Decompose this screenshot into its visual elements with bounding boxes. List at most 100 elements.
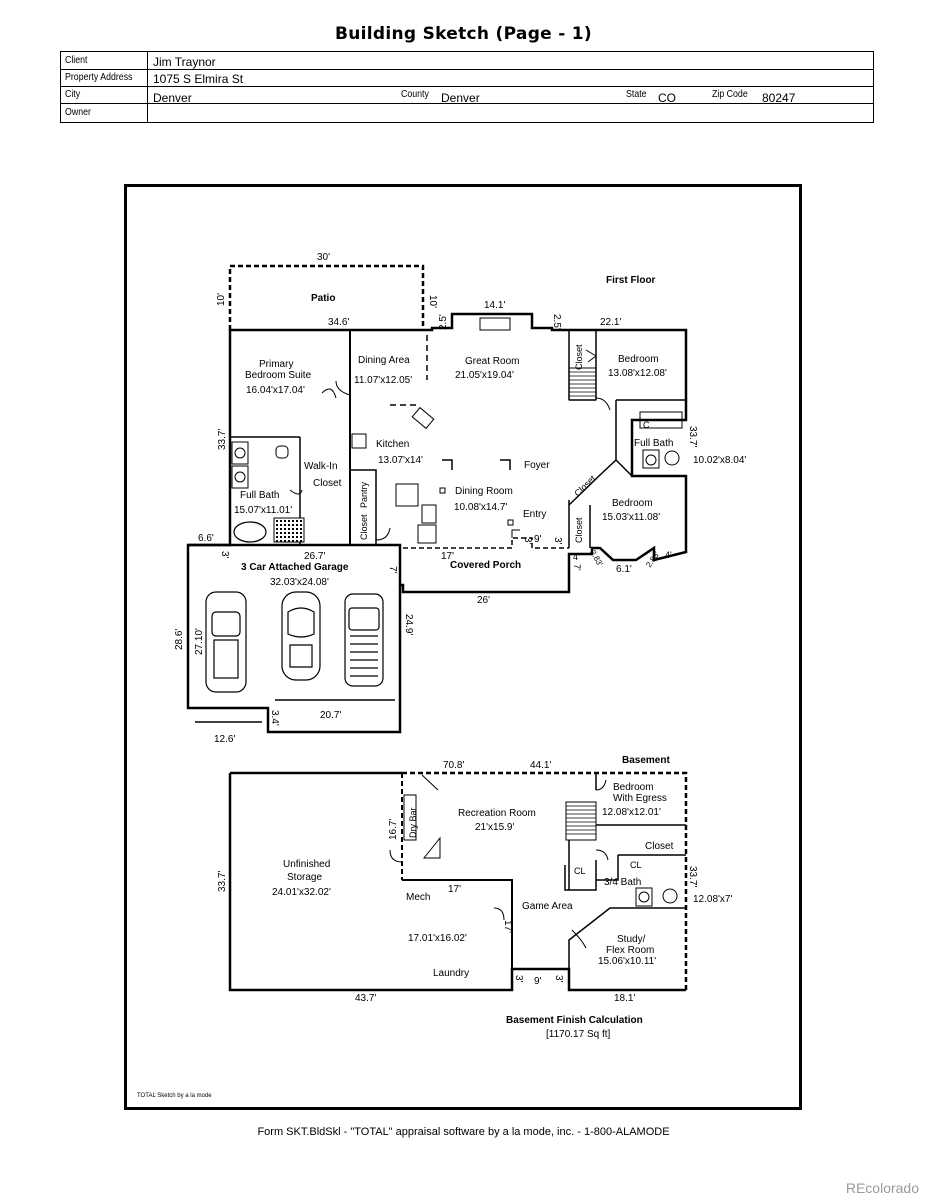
dim-b-mid: 17' — [448, 884, 461, 895]
covered-porch-label: Covered Porch — [450, 560, 521, 571]
study-line2: Flex Room — [606, 945, 654, 956]
rec-dims: 21'x15.9' — [475, 822, 514, 833]
full-bath1-dims: 15.07'x11.01' — [234, 505, 292, 516]
dim-porch-left: 7' — [387, 566, 398, 574]
closet-label-angled: Closet — [572, 473, 597, 498]
dim-b-step-3a: 3' — [513, 975, 524, 983]
dim-bed-top: 22.1' — [600, 317, 621, 328]
dim-garage-3-4: 3.4' — [269, 710, 280, 726]
walk-in-closet-label: Closet — [313, 478, 342, 489]
dim-left-wall: 33.7' — [217, 429, 228, 450]
foyer-label: Foyer — [524, 460, 550, 471]
form-footer: Form SKT.BldSkl - "TOTAL" appraisal soft… — [257, 1126, 670, 1138]
storage-dims: 24.01'x32.02' — [272, 887, 331, 898]
city-row: City Denver County Denver State CO Zip C… — [61, 86, 873, 105]
b-bath-label: 3/4 Bath — [604, 877, 641, 888]
dim-b-bottom: 43.7' — [355, 993, 376, 1004]
dim-b-step-9: 9' — [534, 976, 542, 987]
full-bath1-label: Full Bath — [240, 490, 279, 501]
dim-entry-3: 3' — [522, 537, 533, 545]
primary-suite-line2: Bedroom Suite — [245, 370, 312, 381]
dim-wall-6-6: 6.6' — [198, 533, 214, 544]
dim-bay-4a: 4' — [573, 552, 580, 562]
dim-b-right: 33.7' — [687, 866, 698, 887]
dim-patio-right: 10' — [427, 295, 438, 308]
dining-area-label: Dining Area — [358, 355, 410, 366]
state-label: State — [626, 89, 647, 100]
dim-porch-top: 17' — [441, 551, 454, 562]
calc-value: [1170.17 Sq ft] — [546, 1029, 611, 1040]
zip-value: 80247 — [762, 91, 796, 105]
b-cl-label2: CL — [574, 866, 586, 876]
dim-b-step-3b: 3' — [553, 975, 564, 983]
bedroom1-label: Bedroom — [618, 354, 659, 365]
kitchen-dims: 13.07'x14' — [378, 455, 423, 466]
storage-line1: Unfinished — [283, 859, 330, 870]
dim-entry-3b: 3' — [552, 537, 563, 545]
dim-garage-right: 24.9' — [403, 614, 414, 635]
sketch-frame — [124, 184, 802, 1110]
great-room-dims: 21.05'x19.04' — [455, 370, 514, 381]
dim-garage-left: 28.6' — [174, 629, 185, 650]
dim-bay-6-1: 6.1' — [616, 564, 632, 575]
bedroom1-dims: 13.08'x12.08' — [608, 368, 667, 379]
dim-porch-bottom: 26' — [477, 595, 490, 606]
client-label: Client — [65, 55, 88, 66]
dim-garage-bottom-left: 12.6' — [214, 734, 235, 745]
client-value: Jim Traynor — [153, 55, 216, 69]
dim-right-jog: 2.5' — [551, 314, 562, 330]
county-value: Denver — [441, 91, 480, 105]
dim-bay-4b: 4' — [665, 550, 672, 560]
study-dims: 15.06'x10.11' — [598, 956, 656, 967]
great-room-label: Great Room — [465, 356, 519, 367]
dim-patio-top: 30' — [317, 252, 330, 263]
bedroom2-label: Bedroom — [612, 498, 653, 509]
dim-b-ga-17: 17' — [502, 920, 513, 933]
dim-great-top: 14.1' — [484, 300, 505, 311]
full-bath2-dims: 10.02'x8.04' — [693, 455, 746, 466]
pantry-label: Pantry — [359, 481, 369, 508]
b-bedroom-line2: With Egress — [613, 793, 667, 804]
garage-label: 3 Car Attached Garage — [241, 562, 349, 573]
address-label: Property Address — [65, 72, 133, 83]
address-row: Property Address 1075 S Elmira St — [61, 69, 873, 87]
b-closet-label: Closet — [645, 841, 674, 852]
city-value: Denver — [153, 91, 192, 105]
b-cl-label1: CL — [630, 860, 642, 870]
state-value: CO — [658, 91, 676, 105]
zip-label: Zip Code — [712, 89, 748, 100]
study-line1: Study/ — [617, 934, 646, 945]
walk-in-label: Walk-In — [304, 461, 338, 472]
mech-label: Mech — [406, 892, 430, 903]
closet-label-kitchen: Closet — [359, 514, 369, 540]
dim-bay-7: 7' — [572, 564, 582, 571]
primary-suite-line1: Primary — [259, 359, 293, 370]
dim-b-left: 33.7' — [217, 871, 228, 892]
bedroom2-dims: 15.03'x11.08' — [602, 512, 660, 523]
dim-garage-left-inner: 27.10' — [194, 628, 205, 655]
laundry-label: Laundry — [433, 968, 469, 979]
first-floor-title: First Floor — [606, 275, 656, 286]
county-label: County — [401, 89, 429, 100]
dining-room-label: Dining Room — [455, 486, 513, 497]
full-bath2-label: Full Bath — [634, 438, 673, 449]
cl-label-first: C — [643, 420, 650, 430]
owner-row: Owner — [61, 104, 873, 121]
car-icons — [205, 591, 384, 693]
entry-label: Entry — [523, 509, 546, 520]
label-divider — [147, 52, 148, 122]
dim-garage-top: 26.7' — [304, 551, 325, 562]
primary-suite-dims: 16.04'x17.04' — [246, 385, 305, 396]
city-label: City — [65, 89, 81, 100]
closet-label-bed1: Closet — [574, 344, 584, 370]
calc-title: Basement Finish Calculation — [506, 1015, 643, 1026]
sketch-credit: TOTAL Sketch by a la mode — [137, 1093, 212, 1099]
dim-b-top-a: 70.8' — [443, 760, 464, 771]
rec-label: Recreation Room — [458, 808, 536, 819]
game-area-label: Game Area — [522, 901, 573, 912]
patio-label: Patio — [311, 293, 335, 304]
dim-patio-bottom: 34.6' — [328, 317, 349, 328]
dim-left-jog: 2.5' — [438, 314, 449, 330]
dining-room-dims: 10.08'x14.7' — [454, 502, 507, 513]
